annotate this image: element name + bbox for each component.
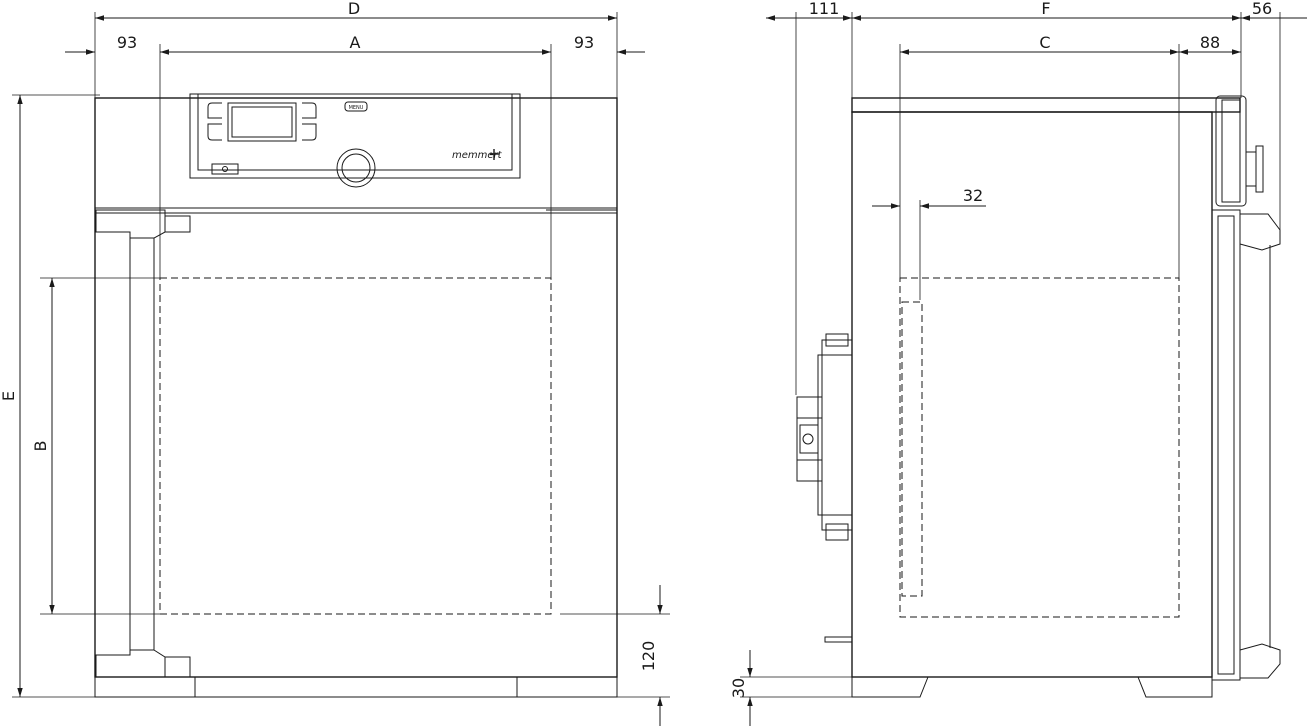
side-front-foot (1137, 676, 1213, 698)
panel-button-right-top[interactable] (302, 102, 317, 119)
usb-port-area (211, 163, 239, 175)
dim-label-d: D (348, 0, 360, 18)
dim-label-56: 56 (1252, 0, 1272, 18)
front-view: D 93 A 93 E B 120 MENU (0, 0, 670, 726)
dim-label-120: 120 (639, 641, 658, 672)
front-left-foot (94, 676, 196, 698)
front-interior-hidden (159, 277, 552, 615)
dim-label-30: 30 (729, 678, 748, 698)
dim-label-e: E (0, 391, 18, 401)
panel-button-right-bottom[interactable] (302, 123, 317, 141)
menu-button-label: MENU (349, 105, 364, 111)
rear-connector (824, 636, 853, 643)
dim-label-b: B (31, 441, 50, 452)
side-top-cover (851, 97, 1241, 113)
door-handle[interactable] (95, 209, 191, 678)
dim-label-right-93: 93 (574, 33, 594, 52)
front-extension-lines (12, 12, 670, 698)
side-view: 111 F 56 C 88 32 30 (729, 0, 1307, 726)
dim-label-111: 111 (809, 0, 840, 18)
control-knob[interactable] (336, 148, 376, 188)
side-cabinet-outline (851, 111, 1213, 678)
side-control-knob[interactable] (1245, 151, 1257, 187)
side-rear-foot (851, 676, 929, 698)
dim-label-f: F (1041, 0, 1050, 18)
control-panel: MENU memmert (189, 93, 521, 188)
side-interior-hidden (899, 277, 1180, 618)
dim-label-88: 88 (1200, 33, 1220, 52)
front-right-foot (516, 676, 618, 698)
dim-label-32: 32 (963, 186, 983, 205)
front-cabinet-outline (94, 97, 618, 678)
panel-button-left-bottom[interactable] (207, 123, 222, 141)
menu-button[interactable] (344, 101, 368, 112)
rear-fan-assembly (796, 333, 853, 541)
side-extension-lines (740, 12, 1281, 698)
dim-label-left-93: 93 (117, 33, 137, 52)
front-base-plinth (94, 676, 618, 698)
brand-logo: memmert (452, 150, 503, 161)
side-shelf-hidden (901, 301, 923, 597)
dim-label-a: A (350, 33, 361, 52)
panel-button-left-top[interactable] (207, 102, 222, 119)
dim-label-c: C (1039, 33, 1050, 52)
display-screen (227, 102, 297, 142)
side-door (1211, 95, 1281, 681)
